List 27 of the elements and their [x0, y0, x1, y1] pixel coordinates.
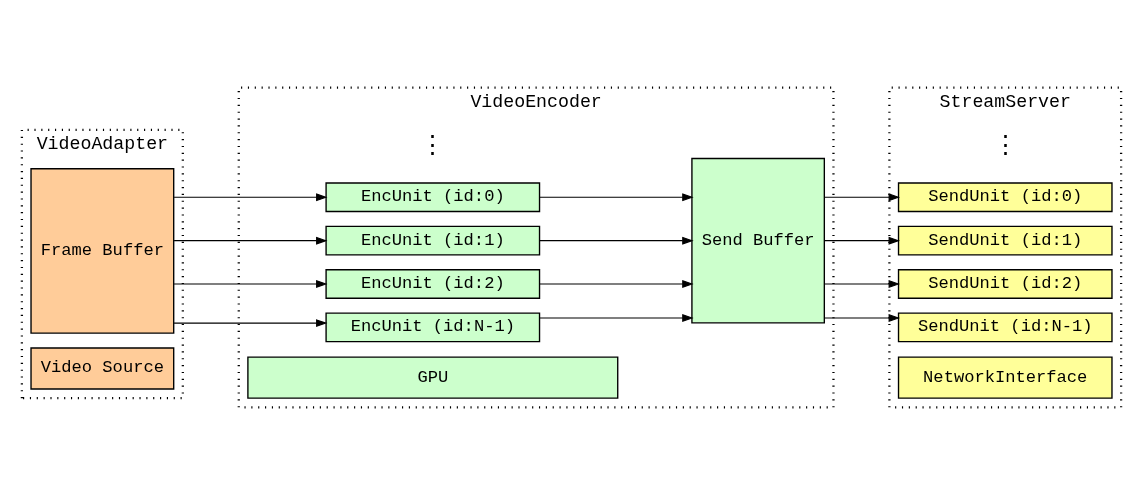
- node-box: SendUnit (id:N-1): [897, 311, 1113, 342]
- arrow: [823, 279, 900, 288]
- arrow: [173, 192, 328, 201]
- arrow: [173, 318, 328, 327]
- node-box: EncUnit (id:1): [325, 225, 541, 256]
- arrow: [823, 192, 900, 201]
- node-box: Send Buffer: [691, 157, 825, 324]
- node-box: SendUnit (id:0): [897, 181, 1113, 212]
- node-box: EncUnit (id:0): [325, 181, 541, 212]
- label: ⋮: [420, 131, 446, 161]
- node-box: GPU: [247, 355, 619, 399]
- arrow: [173, 279, 328, 288]
- arrow: [539, 279, 694, 288]
- arrow: [173, 236, 328, 245]
- node-box: NetworkInterface: [897, 355, 1113, 399]
- arrow: [539, 192, 694, 201]
- arrow: [539, 236, 694, 245]
- node-box: Video Source: [30, 346, 175, 390]
- arrow: [539, 313, 694, 322]
- node-box: EncUnit (id:N-1): [325, 311, 541, 342]
- node-box: SendUnit (id:2): [897, 268, 1113, 299]
- node-box: SendUnit (id:1): [897, 225, 1113, 256]
- arrow: [823, 236, 900, 245]
- arrow: [823, 313, 900, 322]
- node-box: EncUnit (id:2): [325, 268, 541, 299]
- label: ⋮: [992, 131, 1018, 161]
- node-box: Frame Buffer: [30, 167, 175, 334]
